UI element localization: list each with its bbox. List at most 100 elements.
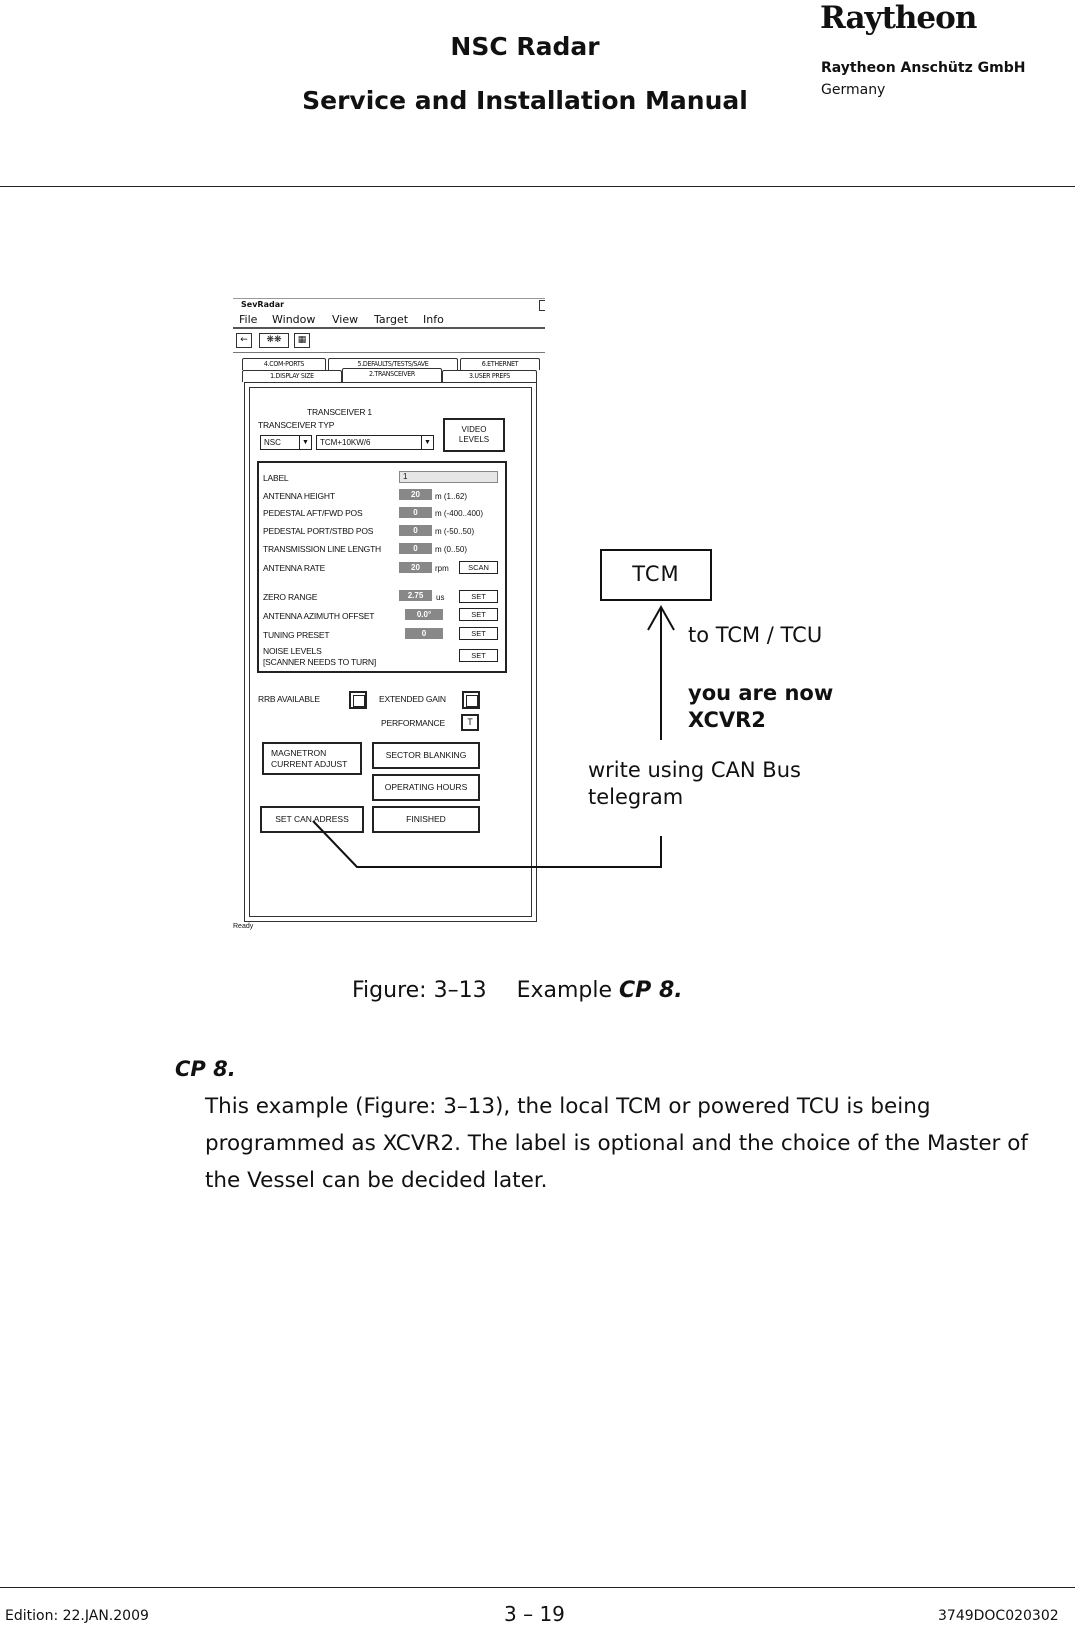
tuning-preset-value[interactable]: 0 (405, 628, 443, 639)
performance-box[interactable]: T (461, 714, 479, 731)
company-country: Germany (821, 82, 886, 98)
antenna-rate-unit: rpm (435, 564, 449, 573)
set-can-adress-button[interactable]: SET CAN ADRESS (260, 806, 364, 833)
menu-target[interactable]: Target (374, 313, 409, 326)
antenna-height-unit: m (1..62) (435, 492, 468, 501)
type-select-value: NSC (264, 438, 281, 447)
zero-range-unit: us (436, 593, 445, 602)
header-title: NSC Radar (450, 32, 600, 61)
menu-bar: File Window View Target Info (233, 311, 545, 329)
pedestal-port-unit: m (-50..50) (435, 527, 475, 536)
header-rule (0, 186, 1075, 187)
you-are-now-label: you are now (688, 681, 834, 705)
sevradar-window: SevRadar File Window View Target Info ← … (233, 296, 545, 934)
chevron-down-icon: ▼ (421, 436, 433, 449)
footer-rule (0, 1587, 1075, 1588)
doc-number: 3749DOC020302 (938, 1608, 1059, 1624)
pedestal-aft-unit: m (-400..400) (435, 509, 484, 518)
tcm-box: TCM (600, 549, 712, 601)
telegram-label: telegram (588, 785, 684, 809)
menu-window[interactable]: Window (272, 313, 316, 326)
toolbar-separator (233, 352, 545, 353)
caption-bold: CP 8. (619, 978, 683, 1003)
pedestal-aft-label: PEDESTAL AFT/FWD POS (263, 508, 363, 518)
tab-user-prefs[interactable]: 3.USER PREFS (442, 370, 537, 382)
antenna-rate-value[interactable]: 20 (399, 562, 432, 573)
tab-transceiver[interactable]: 2.TRANSCEIVER (342, 368, 442, 382)
operating-hours-button[interactable]: OPERATING HOURS (372, 774, 480, 801)
radar-icon[interactable]: ❋❋ (259, 333, 289, 348)
extended-gain-label: EXTENDED GAIN (379, 694, 446, 704)
tab-ethernet[interactable]: 6.ETHERNET (460, 358, 540, 370)
noise-levels-set-button[interactable]: SET (459, 649, 498, 662)
antenna-rate-label: ANTENNA RATE (263, 563, 326, 573)
zero-range-set-button[interactable]: SET (459, 590, 498, 603)
antenna-height-value[interactable]: 20 (399, 489, 432, 500)
label-input[interactable]: 1 (399, 471, 498, 483)
video-levels-button[interactable]: VIDEO LEVELS (443, 418, 505, 452)
menu-file[interactable]: File (239, 313, 258, 326)
tab-defaults-tests-save[interactable]: 5.DEFAULTS/TESTS/SAVE (328, 358, 458, 370)
antenna-height-label: ANTENNA HEIGHT (263, 491, 335, 501)
transmission-line-unit: m (0..50) (435, 545, 468, 554)
xcvr2-label: XCVR2 (688, 708, 766, 732)
tuning-preset-label: TUNING PRESET (263, 630, 330, 640)
transceiver-heading: TRANSCEIVER 1 (307, 407, 372, 417)
transmission-line-value[interactable]: 0 (399, 543, 432, 554)
zero-range-value[interactable]: 2.75 (399, 590, 432, 601)
menu-view[interactable]: View (332, 313, 359, 326)
noise-levels-label: NOISE LEVELS (263, 646, 322, 656)
write-can-label: write using CAN Bus (588, 758, 801, 782)
magnetron-line2: CURRENT ADJUST (271, 758, 348, 769)
arrow-head (647, 604, 675, 631)
chevron-down-icon: ▼ (299, 436, 311, 449)
window-control[interactable] (539, 300, 545, 311)
performance-label: PERFORMANCE (381, 718, 445, 728)
transmission-line-label: TRANSMISSION LINE LENGTH (263, 544, 381, 554)
caption-text: Example (516, 978, 613, 1003)
model-select[interactable]: TCM+10KW/6 ▼ (316, 435, 434, 450)
section-paragraph: This example (Figure: 3–13), the local T… (205, 1094, 1028, 1193)
label-field-name: LABEL (263, 473, 289, 483)
type-select[interactable]: NSC ▼ (260, 435, 312, 450)
tuning-preset-set-button[interactable]: SET (459, 627, 498, 640)
rrb-available-label: RRB AVAILABLE (258, 694, 320, 704)
rrb-available-checkbox[interactable] (349, 691, 367, 709)
window-title: SevRadar (241, 300, 285, 309)
tab-display-size[interactable]: 1.DISPLAY SIZE (242, 370, 342, 382)
section-heading: CP 8. (175, 1057, 236, 1081)
back-arrow-icon[interactable]: ← (236, 333, 252, 348)
magnetron-line1: MAGNETRON (271, 747, 327, 758)
grid-icon[interactable]: ▦ (294, 333, 310, 348)
scan-button[interactable]: SCAN (459, 561, 498, 574)
figure-caption: Figure: 3–13 Example CP 8. (352, 978, 683, 1003)
sector-blanking-button[interactable]: SECTOR BLANKING (372, 742, 480, 769)
menu-info[interactable]: Info (423, 313, 444, 326)
video-levels-label: VIDEO LEVELS (458, 425, 490, 444)
noise-levels-note: [SCANNER NEEDS TO TURN] (263, 657, 377, 667)
extended-gain-checkbox[interactable] (462, 691, 480, 709)
to-tcm-label: to TCM / TCU (688, 623, 823, 647)
transceiver-type-label: TRANSCEIVER TYP (258, 420, 335, 430)
pedestal-port-label: PEDESTAL PORT/STBD POS (263, 526, 374, 536)
tab-com-ports[interactable]: 4.COM-PORTS (242, 358, 326, 370)
pedestal-port-value[interactable]: 0 (399, 525, 432, 536)
caption-prefix: Figure: 3–13 (352, 978, 487, 1003)
finished-button[interactable]: FINISHED (372, 806, 480, 833)
transceiver-panel-inner (249, 387, 532, 917)
azimuth-offset-set-button[interactable]: SET (459, 608, 498, 621)
header-subtitle: Service and Installation Manual (302, 86, 748, 115)
fields-group (257, 461, 507, 673)
zero-range-label: ZERO RANGE (263, 592, 318, 602)
model-select-value: TCM+10KW/6 (320, 438, 371, 447)
transceiver-panel (244, 382, 537, 922)
raytheon-logo: Raytheon (820, 0, 977, 36)
edition-text: Edition: 22.JAN.2009 (5, 1608, 149, 1624)
pedestal-aft-value[interactable]: 0 (399, 507, 432, 518)
azimuth-offset-label: ANTENNA AZIMUTH OFFSET (263, 611, 375, 621)
company-name: Raytheon Anschütz GmbH (821, 60, 1026, 76)
window-title-bar: SevRadar (233, 298, 545, 311)
azimuth-offset-value[interactable]: 0.0° (405, 609, 443, 620)
status-bar: Ready (233, 923, 254, 930)
